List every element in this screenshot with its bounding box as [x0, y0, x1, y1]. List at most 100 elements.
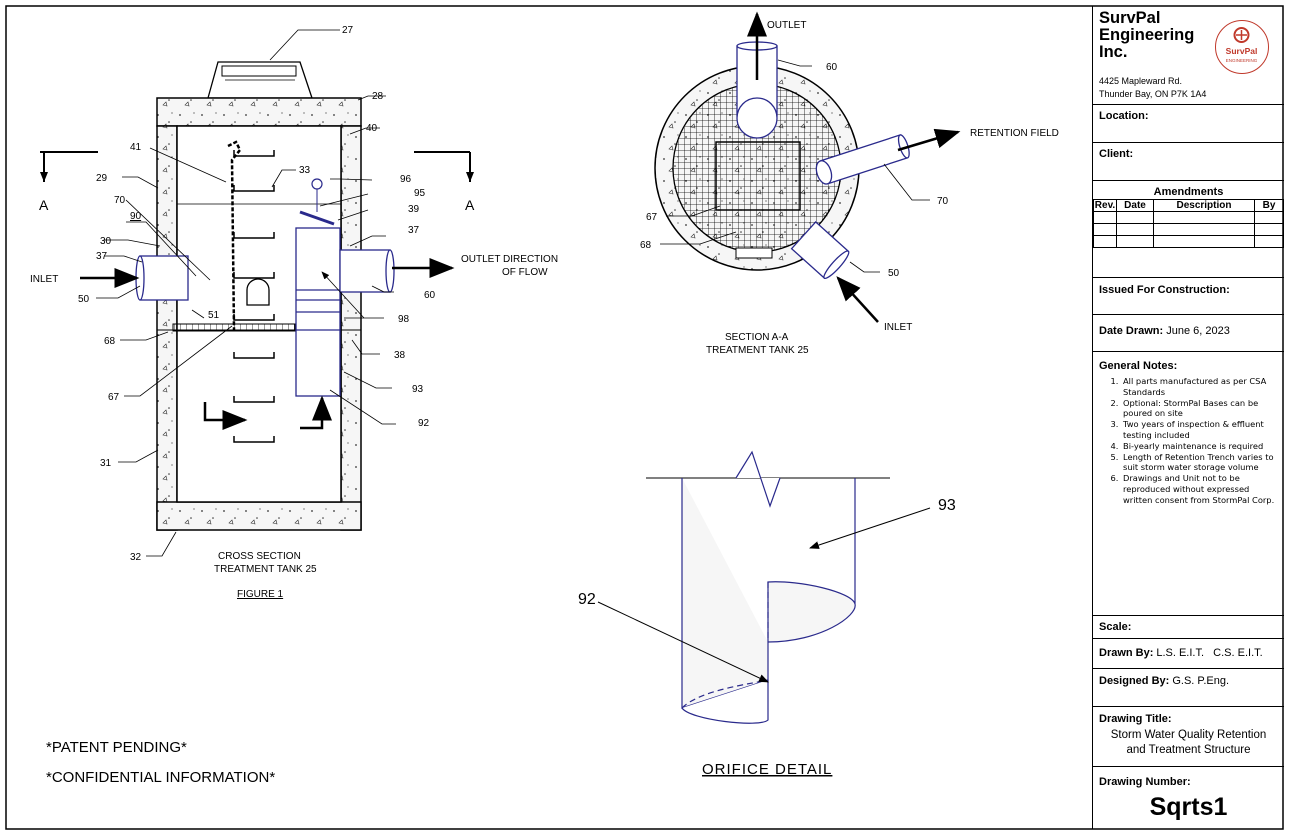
sec-callout-70: 70: [937, 196, 949, 207]
drawn-by-label: Drawn By:: [1099, 647, 1154, 659]
callout-37-right: 37: [408, 225, 420, 236]
cross-section-figure: [40, 29, 474, 557]
drawn-by-block: Drawn By: L.S. E.I.T. C.S. E.I.T.: [1093, 639, 1284, 669]
date-drawn-label: Date Drawn:: [1099, 325, 1164, 337]
general-notes-block: General Notes: All parts manufactured as…: [1093, 352, 1284, 616]
base-slab: [156, 501, 362, 531]
amend-row: [1093, 235, 1284, 248]
callout-38: 38: [394, 350, 406, 361]
date-drawn-value: June 6, 2023: [1166, 325, 1230, 337]
section-outlet-pipe: [736, 41, 778, 139]
note-item: Optional: StormPal Bases can be poured o…: [1121, 398, 1279, 420]
section-aa-figure: [654, 11, 961, 323]
sec-inlet-label: INLET: [884, 322, 912, 333]
issued-label: Issued For Construction:: [1099, 284, 1230, 296]
address-line-2: Thunder Bay, ON P7K 1A4: [1099, 89, 1207, 99]
callout-28: 28: [372, 91, 384, 102]
location-label: Location:: [1099, 110, 1149, 122]
orifice-callout-93: 93: [938, 497, 956, 514]
amend-header-date: Date: [1116, 199, 1154, 212]
scale-label: Scale:: [1099, 621, 1132, 633]
callout-27: 27: [342, 25, 354, 36]
orifice-callout-92: 92: [578, 591, 596, 608]
drawing-number: Sqrts1: [1149, 793, 1228, 821]
section-aa-callouts: 60 67 70 68 50: [640, 62, 949, 279]
company-block: SurvPal Engineering Inc. 4425 Mapleward …: [1093, 6, 1284, 105]
note-item: Drawings and Unit not to be reproduced w…: [1121, 473, 1279, 505]
general-notes-label: General Notes:: [1099, 360, 1178, 372]
callout-32: 32: [130, 552, 142, 563]
note-item: Bi-yearly maintenance is required: [1121, 441, 1279, 452]
svg-text:SurvPal: SurvPal: [1226, 46, 1258, 56]
amendments-table: Rev. Date Description By: [1093, 199, 1284, 248]
callout-98: 98: [398, 314, 410, 325]
fig1-outlet-label-2: OF FLOW: [502, 267, 548, 278]
sec-callout-60: 60: [826, 62, 838, 73]
sheet-border: [5, 5, 1284, 830]
fig1-inlet-label: INLET: [30, 274, 58, 285]
orifice-detail-figure: [597, 450, 931, 724]
note-item: Length of Retention Trench varies to sui…: [1121, 452, 1279, 474]
callout-50: 50: [78, 294, 90, 305]
chain: [227, 140, 242, 331]
designed-by-block: Designed By: G.S. P.Eng.: [1093, 669, 1284, 707]
callout-60: 60: [424, 290, 436, 301]
drawn-by-value: L.S. E.I.T. C.S. E.I.T.: [1156, 647, 1263, 659]
amendments-block: Amendments Rev. Date Description By: [1093, 181, 1284, 278]
section-marker-left: A: [39, 197, 49, 213]
client-block: Client:: [1093, 143, 1284, 181]
title-block: SurvPal Engineering Inc. 4425 Mapleward …: [1092, 6, 1284, 829]
svg-text:ENGINEERING: ENGINEERING: [1226, 58, 1258, 63]
callout-51: 51: [208, 310, 220, 321]
company-line-3: Inc.: [1099, 43, 1128, 61]
company-line-2: Engineering: [1099, 26, 1195, 44]
callout-90: 90: [130, 211, 142, 222]
patent-notice: *PATENT PENDING*: [46, 739, 187, 756]
designed-by-label: Designed By:: [1099, 675, 1170, 687]
section-inlet-pipe: [790, 220, 850, 280]
callout-39: 39: [408, 204, 420, 215]
sec-callout-68: 68: [640, 240, 652, 251]
callout-29: 29: [96, 173, 108, 184]
cross-section-callouts: 27 28 40 41 29 33 96 95 39 70 90 30 37 3…: [78, 25, 436, 563]
callout-37-left: 37: [96, 251, 108, 262]
callout-40: 40: [366, 123, 378, 134]
scale-block: Scale:: [1093, 616, 1284, 639]
callout-30: 30: [100, 236, 112, 247]
drawing-title-line-2: and Treatment Structure: [1126, 744, 1251, 756]
drawing-title-line-1: Storm Water Quality Retention: [1110, 729, 1267, 741]
callout-67: 67: [108, 392, 120, 403]
inlet-pipe: [135, 255, 189, 301]
callout-92: 92: [418, 418, 430, 429]
sec-callout-67: 67: [646, 212, 658, 223]
amend-header-by: By: [1254, 199, 1284, 212]
callout-33: 33: [299, 165, 311, 176]
amend-header-rev: Rev.: [1093, 199, 1117, 212]
callout-31: 31: [100, 458, 112, 469]
note-item: All parts manufactured as per CSA Standa…: [1121, 376, 1279, 398]
section-marker-right: A: [465, 197, 475, 213]
fig1-outlet-label-1: OUTLET DIRECTION: [461, 254, 558, 265]
client-label: Client:: [1099, 148, 1134, 160]
outlet-standpipe: [295, 210, 395, 397]
amend-header-description: Description: [1153, 199, 1255, 212]
orifice-title: ORIFICE DETAIL: [702, 761, 832, 778]
inner-square: [715, 141, 801, 211]
date-drawn-block: Date Drawn: June 6, 2023: [1093, 315, 1284, 352]
callout-95: 95: [414, 188, 426, 199]
figure-label: FIGURE 1: [237, 589, 284, 600]
sec-title-2: TREATMENT TANK 25: [706, 345, 809, 356]
sec-retention-label: RETENTION FIELD: [970, 128, 1059, 139]
drawing-title-label: Drawing Title:: [1099, 713, 1172, 725]
fig1-title-2: TREATMENT TANK 25: [214, 564, 317, 575]
fig1-title-1: CROSS SECTION: [218, 551, 301, 562]
location-block: Location:: [1093, 105, 1284, 143]
amend-row: [1093, 223, 1284, 236]
sec-outlet-label: OUTLET: [767, 20, 806, 31]
confidential-notice: *CONFIDENTIAL INFORMATION*: [46, 769, 275, 786]
callout-70: 70: [114, 195, 126, 206]
right-wall: [340, 125, 362, 531]
company-logo-icon: SurvPal ENGINEERING: [1215, 20, 1269, 74]
notes-list: All parts manufactured as per CSA Standa…: [1099, 376, 1279, 506]
